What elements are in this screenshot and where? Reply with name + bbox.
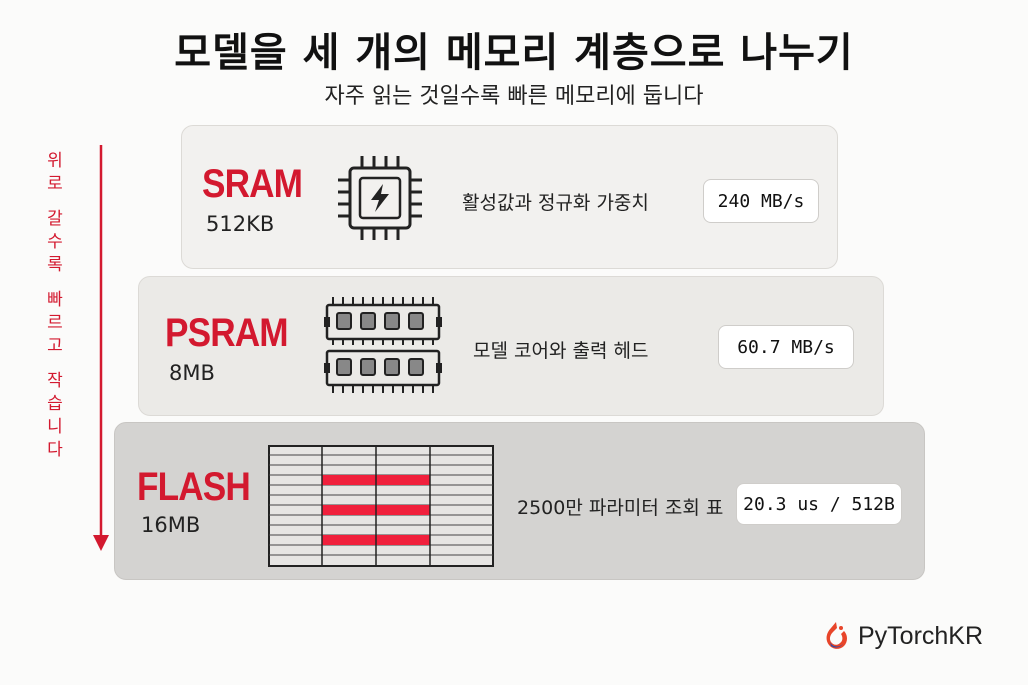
page-subtitle: 자주 읽는 것일수록 빠른 메모리에 둡니다: [324, 84, 704, 109]
side-label-char: 로: [47, 174, 63, 194]
tier-sram: SRAM 512KB 활성값과 정규화 가중치 240 MB/s: [181, 125, 838, 269]
tier-size: 512KB: [206, 212, 275, 236]
tier-desc: 모델 코어와 출력 헤드: [473, 340, 649, 362]
brand-name: PyTorchKR: [858, 621, 984, 650]
side-label-char: 갈: [47, 209, 63, 229]
tier-name: SRAM: [202, 162, 303, 206]
side-label-char: 작: [47, 371, 63, 391]
tier-desc: 활성값과 정규화 가중치: [462, 192, 649, 214]
page-title: 모델을 세 개의 메모리 계층으로 나누기: [174, 30, 854, 76]
tier-size: 8MB: [169, 361, 215, 385]
ram-module-icon: [324, 297, 442, 393]
cpu-chip-icon: [338, 156, 422, 240]
side-label-char: 위: [47, 151, 63, 171]
tier-size: 16MB: [141, 513, 201, 537]
side-label-char: 빠: [47, 290, 63, 310]
tier-flash: FLASH 16MB 2500만 파라미터 조회 표 20.3 us / 512…: [114, 422, 925, 580]
tier-name: FLASH: [137, 465, 251, 509]
tier-desc: 2500만 파라미터 조회 표: [517, 497, 724, 519]
speed-badge: 60.7 MB/s: [718, 325, 854, 369]
pytorch-flame-icon: [826, 622, 847, 649]
side-label-char: [40, 358, 70, 370]
down-arrow-icon: [93, 145, 109, 551]
side-label-char: 습: [47, 394, 63, 414]
side-label-char: 니: [47, 417, 63, 437]
tier-name: PSRAM: [165, 311, 289, 355]
side-label-char: [40, 196, 70, 208]
side-label-char: 록: [47, 255, 63, 275]
speed-badge: 20.3 us / 512B: [736, 483, 902, 525]
lookup-table-icon: [268, 445, 494, 567]
side-label-char: [40, 277, 70, 289]
side-label-char: 고: [47, 336, 63, 356]
brand: PyTorchKR: [822, 620, 983, 652]
side-label-char: 르: [47, 313, 63, 333]
side-label-char: 다: [47, 440, 63, 460]
speed-badge: 240 MB/s: [703, 179, 819, 223]
side-label: 위 로 갈 수 록 빠 르 고 작 습 니 다: [40, 150, 70, 462]
side-label-char: 수: [47, 232, 63, 252]
tier-psram: PSRAM 8MB 모델 코어와 출력 헤드 60.7 MB/s: [138, 276, 884, 416]
